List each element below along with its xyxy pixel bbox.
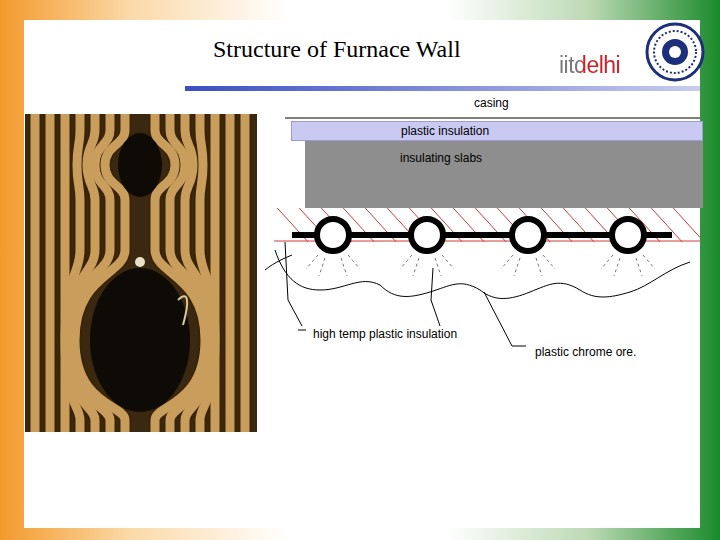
part-label: casing	[473, 96, 510, 110]
tube-wall-photo	[25, 114, 257, 432]
band-label: insulating slabs	[400, 151, 482, 165]
chrome-ore-profile	[275, 250, 690, 299]
logo-text: iitdelhi	[559, 52, 620, 79]
title-rule	[185, 86, 700, 91]
casing-line	[285, 118, 700, 119]
water-tubes	[317, 219, 644, 251]
leader-line	[298, 330, 306, 331]
leader-line	[484, 292, 526, 346]
part-label: high temp plastic insulation	[312, 327, 458, 341]
leader-line	[285, 242, 302, 326]
radiation-dashes	[306, 255, 655, 276]
insulation-band: insulating slabs	[305, 141, 703, 208]
institute-emblem	[647, 24, 703, 80]
leader-line	[431, 268, 440, 326]
part-label: plastic chrome ore.	[534, 345, 637, 359]
profile-end	[265, 255, 292, 270]
slide-title: Structure of Furnace Wall	[213, 36, 461, 63]
band-label: plastic insulation	[401, 124, 489, 138]
insulation-band: plastic insulation	[291, 121, 703, 141]
